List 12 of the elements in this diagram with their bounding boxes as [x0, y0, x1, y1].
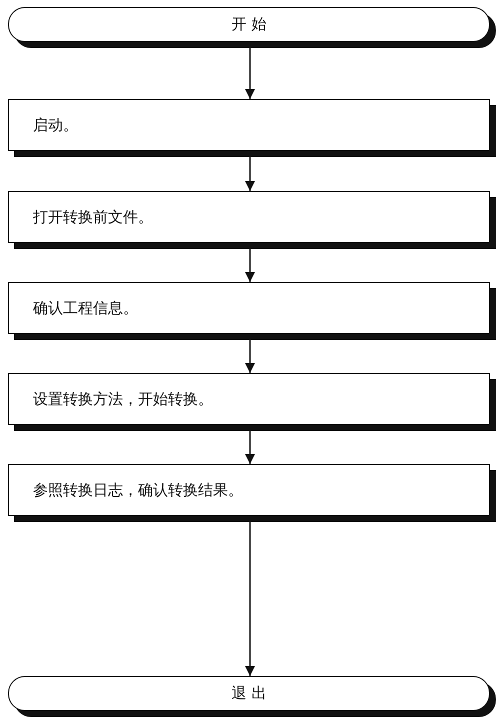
arrow [245, 522, 255, 676]
arrow [245, 249, 255, 282]
step-text: 设置转换方法，开始转换。 [33, 390, 213, 408]
step-text: 启动。 [33, 116, 78, 134]
step-text: 参照转换日志，确认转换结果。 [33, 480, 243, 500]
step-text: 确认工程信息。 [33, 298, 138, 318]
arrow [245, 157, 255, 191]
terminal-label: 退 出 [232, 684, 266, 703]
terminal-label: 开 始 [232, 15, 266, 34]
step-text: 打开转换前文件。 [33, 208, 153, 226]
arrow [245, 340, 255, 373]
arrow [245, 431, 255, 464]
